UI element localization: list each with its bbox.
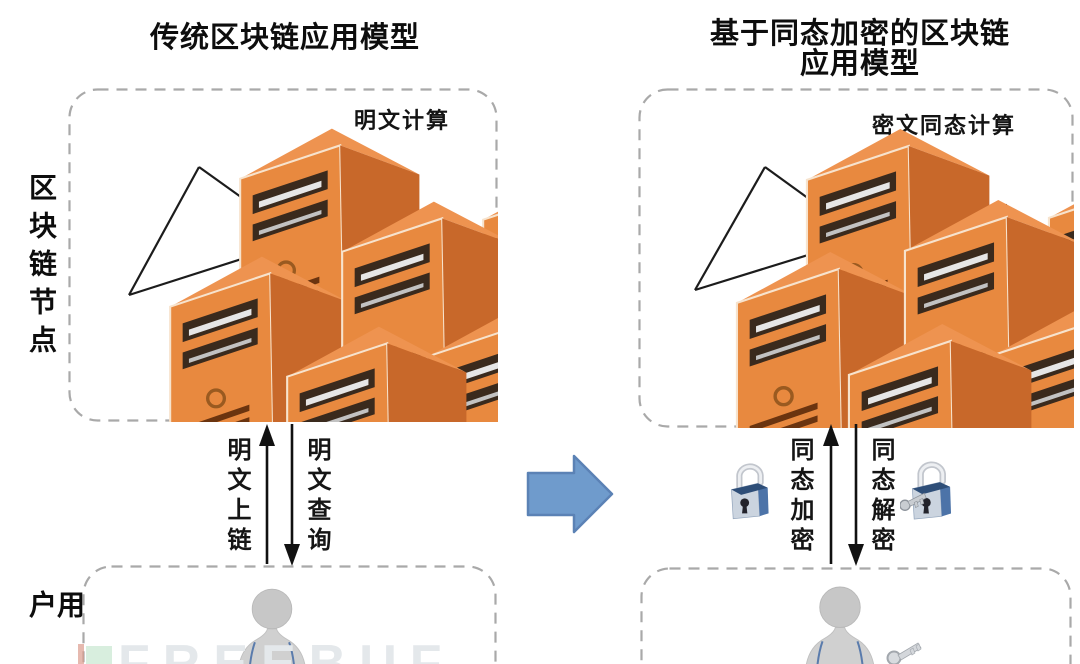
upload-label: 明文上链	[223, 437, 250, 557]
watermark-logo-square	[86, 646, 112, 664]
left-user-box	[82, 565, 497, 664]
decrypt-arrow-icon	[848, 424, 864, 566]
left-network	[128, 88, 498, 422]
left-model-title: 传统区块链应用模型	[149, 22, 420, 54]
encrypt-lock-icon	[731, 463, 769, 520]
right-network	[694, 88, 1074, 428]
encrypt-label: 同态加密	[786, 437, 813, 557]
decrypt-lock-icon	[900, 461, 952, 520]
right-arrows	[823, 424, 864, 566]
watermark-logo-red	[78, 644, 84, 664]
query-label: 明文查询	[303, 437, 330, 557]
decrypt-label: 同态解密	[867, 437, 894, 557]
encrypt-arrow-icon	[823, 424, 839, 564]
transform-arrow-icon	[526, 454, 614, 534]
blockchain-nodes-label: 区块链节点	[26, 173, 57, 363]
left-arrows	[259, 424, 300, 566]
right-model-title-line2: 应用模型	[799, 48, 920, 80]
user-label: 用户	[26, 590, 85, 628]
user-key-icon	[886, 642, 922, 664]
upload-arrow-icon	[259, 424, 275, 564]
left-compute-label: 明文计算	[354, 108, 451, 133]
right-model-title-line1: 基于同态加密的区块链	[709, 18, 1010, 50]
query-arrow-icon	[284, 424, 300, 566]
watermark-text: FREEBUF	[118, 635, 455, 664]
inserted-key-icon	[900, 492, 927, 511]
user-person-icon	[794, 586, 886, 664]
